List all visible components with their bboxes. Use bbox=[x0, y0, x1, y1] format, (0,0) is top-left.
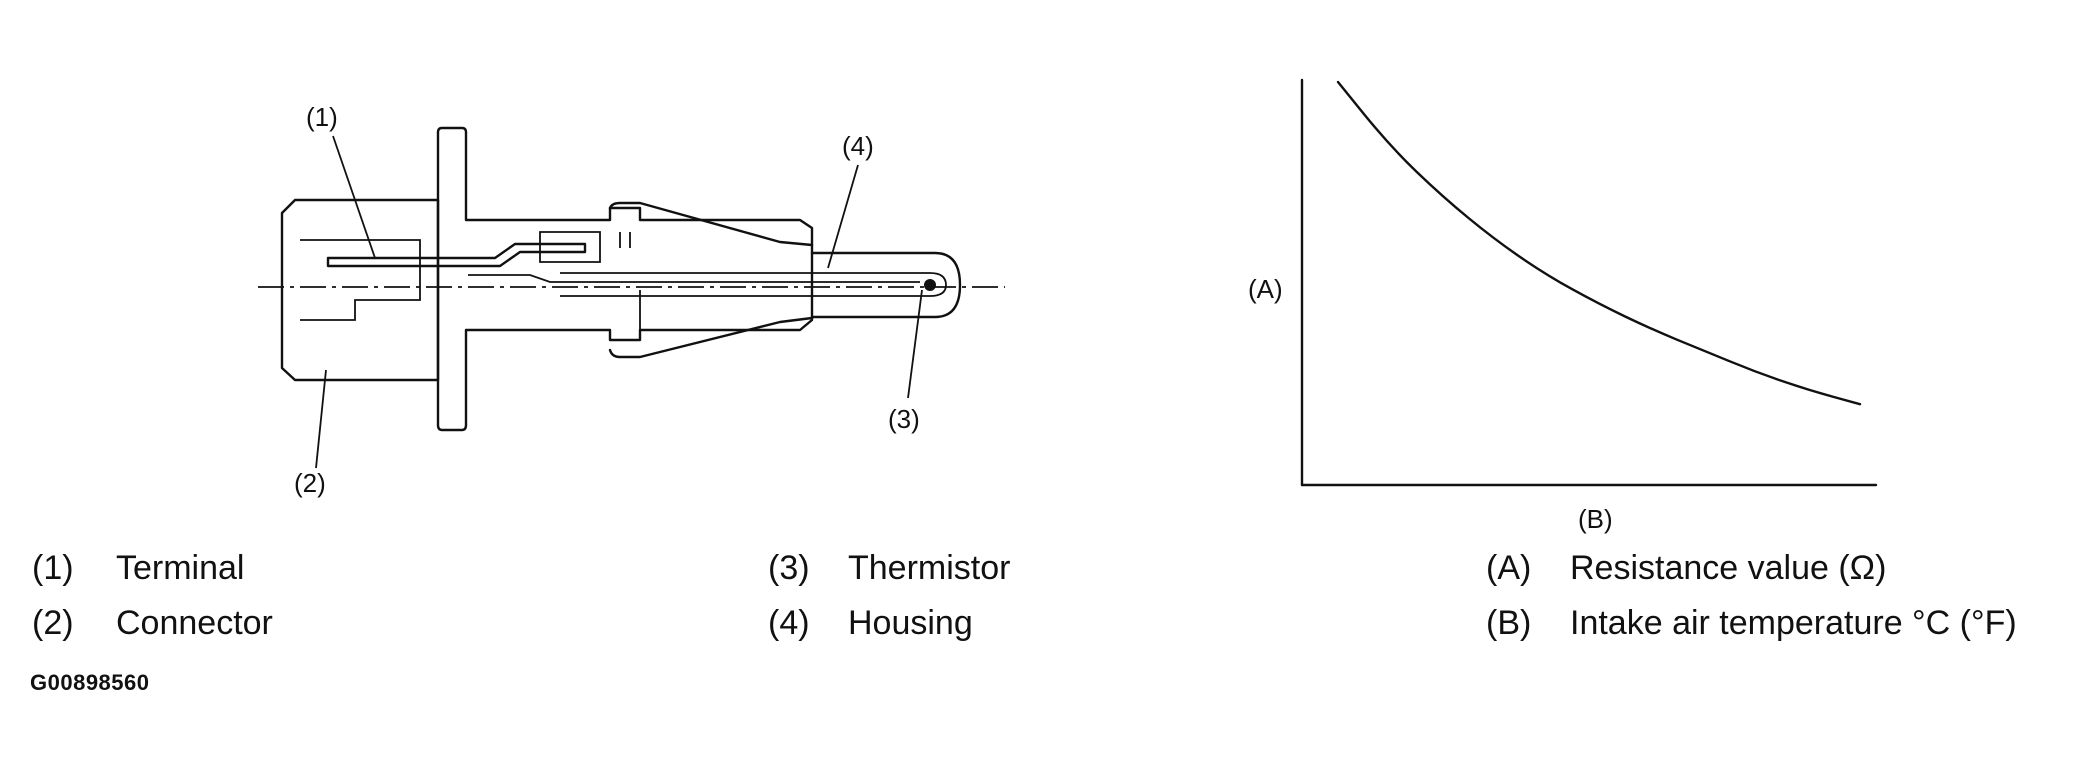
legend-key: (1) bbox=[32, 549, 74, 587]
terminal-pin bbox=[326, 242, 587, 268]
probe-inner bbox=[560, 272, 947, 297]
connector-inner bbox=[300, 239, 421, 321]
callout-housing: (4) bbox=[842, 131, 874, 161]
probe-tube bbox=[810, 251, 962, 319]
legend-item-connector: (2) Connector bbox=[32, 603, 652, 643]
legend-item-terminal: (1) Terminal bbox=[32, 548, 652, 588]
sensor-cross-section: (1) (2) (3) (4) bbox=[258, 102, 1005, 498]
connector-body bbox=[280, 198, 440, 382]
legend-key: (B) bbox=[1486, 604, 1532, 642]
callout-terminal: (1) bbox=[306, 102, 338, 132]
thermistor-bead bbox=[924, 279, 936, 291]
resistance-curve bbox=[1336, 80, 1862, 406]
terminal-bracket bbox=[539, 231, 631, 263]
legend-text: Thermistor bbox=[848, 549, 1011, 587]
figure-id: G00898560 bbox=[30, 670, 150, 695]
mounting-flange bbox=[436, 126, 814, 432]
legend-key: (2) bbox=[32, 604, 74, 642]
housing-taper-bottom bbox=[608, 316, 814, 359]
callout-thermistor: (3) bbox=[888, 404, 920, 434]
leader-thermistor bbox=[907, 289, 923, 399]
legend-item-housing: (4) Housing bbox=[768, 603, 1388, 643]
legend-key: (3) bbox=[768, 549, 810, 587]
legend-item-resistance: (A) Resistance value (Ω) bbox=[1486, 548, 2066, 588]
housing-taper-top bbox=[608, 201, 814, 247]
legend-text: Housing bbox=[848, 604, 973, 642]
y-axis-label: (A) bbox=[1248, 274, 1283, 304]
callout-connector: (2) bbox=[294, 468, 326, 498]
terminal-lead bbox=[468, 274, 920, 283]
legend-text: Terminal bbox=[116, 549, 245, 587]
legend-key: (4) bbox=[768, 604, 810, 642]
legend-text: Resistance value (Ω) bbox=[1570, 549, 1887, 587]
legend-item-thermistor: (3) Thermistor bbox=[768, 548, 1388, 588]
legend-item-temperature: (B) Intake air temperature °C (°F) bbox=[1486, 603, 2066, 643]
leader-terminal bbox=[332, 135, 376, 259]
leader-housing bbox=[827, 164, 859, 269]
resistance-temperature-graph: (A) (B) bbox=[1248, 78, 1878, 534]
legend-text: Connector bbox=[116, 604, 273, 642]
x-axis-label: (B) bbox=[1578, 504, 1613, 534]
legend-key: (A) bbox=[1486, 549, 1532, 587]
leader-connector bbox=[315, 369, 327, 469]
legend-text: Intake air temperature °C (°F) bbox=[1570, 604, 2017, 642]
